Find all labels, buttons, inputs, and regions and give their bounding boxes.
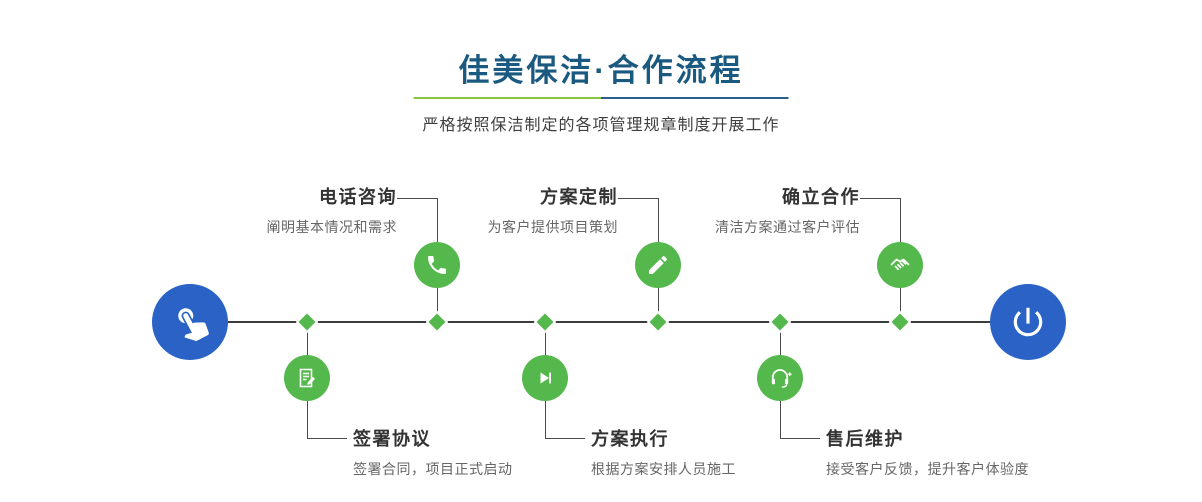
step-text-execute: 方案执行 根据方案安排人员施工	[591, 428, 736, 479]
step-desc: 阐明基本情况和需求	[266, 219, 397, 235]
timeline-diamond	[891, 313, 909, 331]
step-label: 签署协议	[353, 429, 431, 449]
handshake-icon	[890, 258, 910, 270]
connector-line	[658, 198, 659, 243]
connector-line	[307, 400, 308, 438]
step-text-phone: 电话咨询 阐明基本情况和需求	[267, 186, 398, 237]
connector-line	[437, 288, 438, 322]
step-node-execute	[522, 355, 568, 401]
step-label: 售后维护	[826, 429, 904, 449]
headset-support-icon	[771, 369, 792, 388]
step-node-cooperate	[877, 242, 923, 288]
step-node-design	[635, 242, 681, 288]
page-title: 佳美保洁·合作流程	[458, 53, 744, 88]
connector-line	[900, 288, 901, 322]
connector-line	[618, 198, 658, 199]
step-label: 确立合作	[782, 187, 860, 207]
timeline-diamond	[536, 313, 554, 331]
timeline-diamond	[771, 313, 789, 331]
step-node-sign	[284, 355, 330, 401]
timeline-diamond	[298, 313, 316, 331]
step-label: 方案执行	[591, 429, 669, 449]
connector-line	[860, 198, 900, 199]
connector-line	[545, 322, 546, 356]
document-sign-icon	[299, 368, 316, 388]
step-node-aftersale	[757, 355, 803, 401]
timeline-diamond	[428, 313, 446, 331]
power-icon	[1013, 307, 1043, 337]
title-divider	[413, 97, 789, 99]
step-desc: 清洁方案通过客户评估	[715, 219, 860, 235]
phone-icon	[428, 256, 446, 274]
connector-line	[900, 198, 901, 243]
pencil-design-icon	[649, 255, 668, 274]
step-label: 电话咨询	[319, 187, 397, 207]
step-desc: 根据方案安排人员施工	[591, 461, 736, 477]
connector-line	[437, 198, 438, 243]
step-text-design: 方案定制 为客户提供项目策划	[488, 186, 619, 237]
connector-line	[545, 400, 546, 438]
page-subtitle: 严格按照保洁制定的各项管理规章制度开展工作	[422, 117, 780, 134]
connector-line	[307, 322, 308, 356]
timeline-line	[190, 321, 1028, 323]
step-node-phone	[414, 242, 460, 288]
play-execute-icon	[540, 372, 551, 384]
connector-line	[545, 438, 585, 439]
step-desc: 为客户提供项目策划	[487, 219, 618, 235]
start-node	[152, 284, 228, 360]
step-text-aftersale: 售后维护 接受客户反馈，提升客户体验度	[826, 428, 1029, 479]
connector-line	[780, 438, 820, 439]
step-label: 方案定制	[540, 187, 618, 207]
connector-line	[658, 288, 659, 322]
step-text-sign: 签署协议 签署合同，项目正式启动	[353, 428, 513, 479]
step-desc: 接受客户反馈，提升客户体验度	[826, 461, 1029, 477]
connector-line	[780, 322, 781, 356]
hand-pointer-icon	[178, 308, 209, 341]
timeline-diamond	[649, 313, 667, 331]
step-text-cooperate: 确立合作 清洁方案通过客户评估	[715, 186, 860, 237]
connector-line	[307, 438, 347, 439]
connector-line	[780, 400, 781, 438]
connector-line	[397, 198, 437, 199]
end-node	[990, 284, 1066, 360]
step-desc: 签署合同，项目正式启动	[353, 461, 513, 477]
